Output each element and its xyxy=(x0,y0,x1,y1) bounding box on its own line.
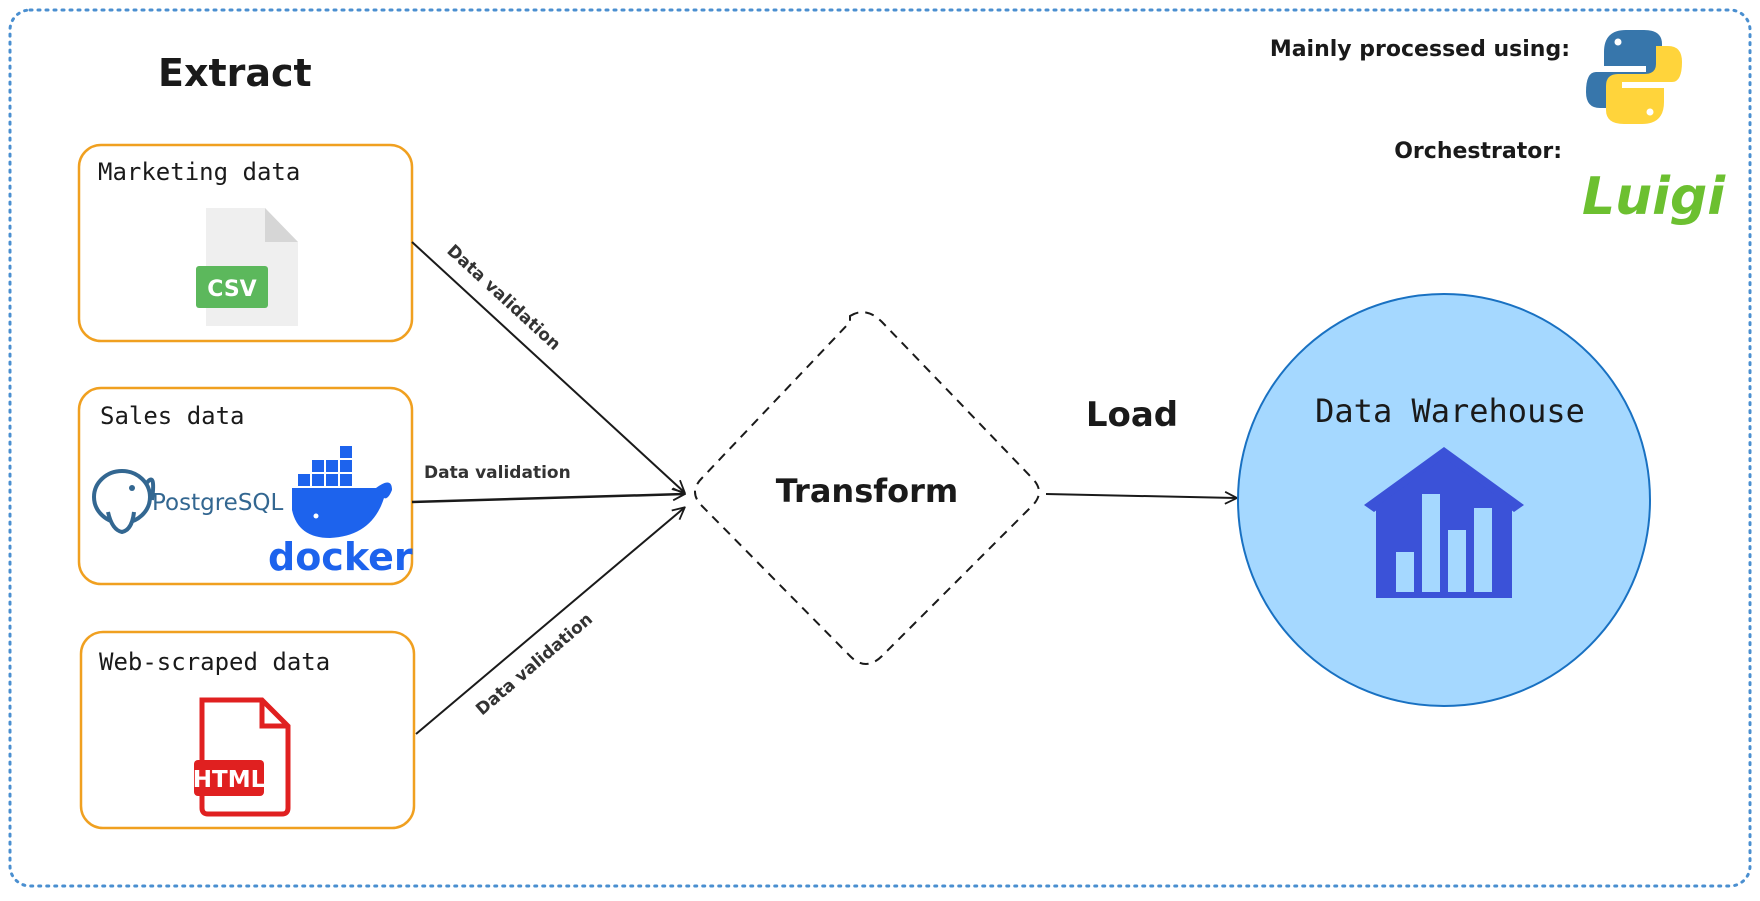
csv-file-icon: CSV xyxy=(196,208,298,326)
html-file-icon: HTML xyxy=(193,697,291,817)
orchestrator-label: Orchestrator: xyxy=(1394,139,1562,164)
source-title-sales: Sales data xyxy=(100,402,245,430)
postgresql-text: PostgreSQL xyxy=(152,490,284,516)
outer-frame xyxy=(8,8,1752,888)
docker-text: docker xyxy=(268,535,413,579)
source-title-web: Web-scraped data xyxy=(99,648,330,676)
warehouse-chart-icon xyxy=(1364,447,1524,598)
validation-label-sales: Data validation xyxy=(424,463,571,483)
docker-logo: docker xyxy=(268,446,413,579)
arrow-transform-to-warehouse xyxy=(1045,494,1236,498)
luigi-logo: Luigi xyxy=(1582,167,1726,227)
arrow-marketing-to-transform xyxy=(411,241,684,492)
source-title-marketing: Marketing data xyxy=(98,158,300,186)
source-box-marketing: Marketing data CSV xyxy=(77,143,414,343)
arrow-sales-to-transform xyxy=(411,494,684,504)
source-box-sales: Sales data PostgreSQL docker xyxy=(77,386,414,586)
postgresql-logo: PostgreSQL xyxy=(92,469,284,535)
processed-label: Mainly processed using: xyxy=(1270,37,1570,62)
load-label: Load xyxy=(1086,395,1178,435)
csv-badge-text: CSV xyxy=(207,277,256,302)
luigi-logo-text: Luigi xyxy=(1582,167,1726,227)
source-box-web: Web-scraped data HTML xyxy=(79,630,416,830)
html-badge-text: HTML xyxy=(193,767,266,793)
transform-label: Transform xyxy=(776,472,959,510)
transform-diamond xyxy=(694,311,1040,665)
warehouse-title: Data Warehouse xyxy=(1315,392,1585,430)
extract-heading: Extract xyxy=(158,51,312,95)
validation-label-web: Data validation xyxy=(472,609,597,719)
python-logo xyxy=(1586,30,1682,124)
arrow-web-to-transform xyxy=(415,508,684,735)
validation-label-marketing: Data validation xyxy=(443,241,565,355)
